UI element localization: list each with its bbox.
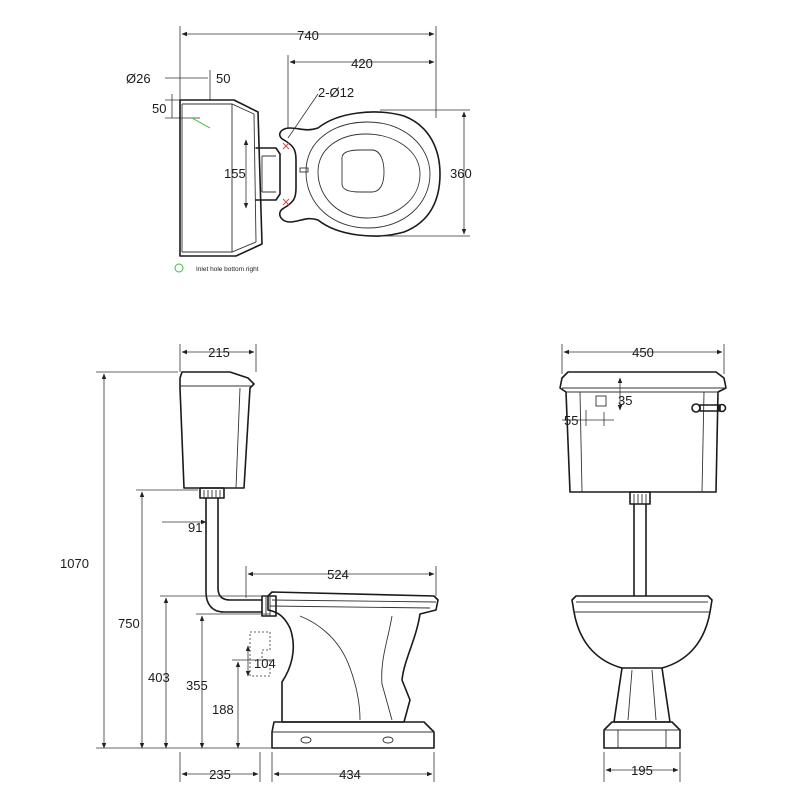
dim-fixing-holes: 2-Ø12 bbox=[318, 85, 354, 100]
dim-cistern-width: 450 bbox=[632, 345, 654, 360]
dim-lever-offset: 55 bbox=[564, 413, 578, 428]
dim-base-length: 434 bbox=[339, 767, 361, 782]
front-view: 450 35 55 bbox=[559, 344, 727, 782]
dim-lever-height: 35 bbox=[618, 393, 632, 408]
dim-outlet-diameter: 104 bbox=[254, 656, 276, 671]
side-view: 215 1070 750 91 524 bbox=[60, 344, 439, 782]
top-view: 740 420 Ø26 50 50 155 bbox=[126, 26, 472, 273]
fixing-hole-bottom bbox=[282, 198, 290, 206]
dim-pedestal-width: 195 bbox=[631, 763, 653, 778]
dim-overall-width: 740 bbox=[297, 28, 319, 43]
inlet-marker-icon bbox=[174, 263, 184, 273]
dim-outlet-height: 355 bbox=[186, 678, 208, 693]
dim-inlet-diameter: Ø26 bbox=[126, 71, 151, 86]
dim-cistern-base-height: 750 bbox=[118, 616, 140, 631]
fixing-hole-top bbox=[282, 142, 290, 150]
dim-bowl-length: 420 bbox=[351, 56, 373, 71]
dim-bowl-length-side: 524 bbox=[327, 567, 349, 582]
dim-pipe-offset: 91 bbox=[188, 520, 202, 535]
dim-overall-height: 1070 bbox=[60, 556, 89, 571]
flush-lever-icon bbox=[691, 403, 727, 413]
dim-cistern-depth-side: 215 bbox=[208, 345, 230, 360]
dim-outlet-to-wall: 235 bbox=[209, 767, 231, 782]
dim-rim-height: 403 bbox=[148, 670, 170, 685]
inlet-note: Inlet hole bottom right bbox=[196, 266, 259, 273]
dim-inlet-offset-x: 50 bbox=[216, 71, 230, 86]
dim-outlet-center-height: 188 bbox=[212, 702, 234, 717]
dim-cistern-depth-top: 155 bbox=[224, 166, 246, 181]
dim-bowl-width: 360 bbox=[450, 166, 472, 181]
dim-inlet-offset-y: 50 bbox=[152, 101, 166, 116]
